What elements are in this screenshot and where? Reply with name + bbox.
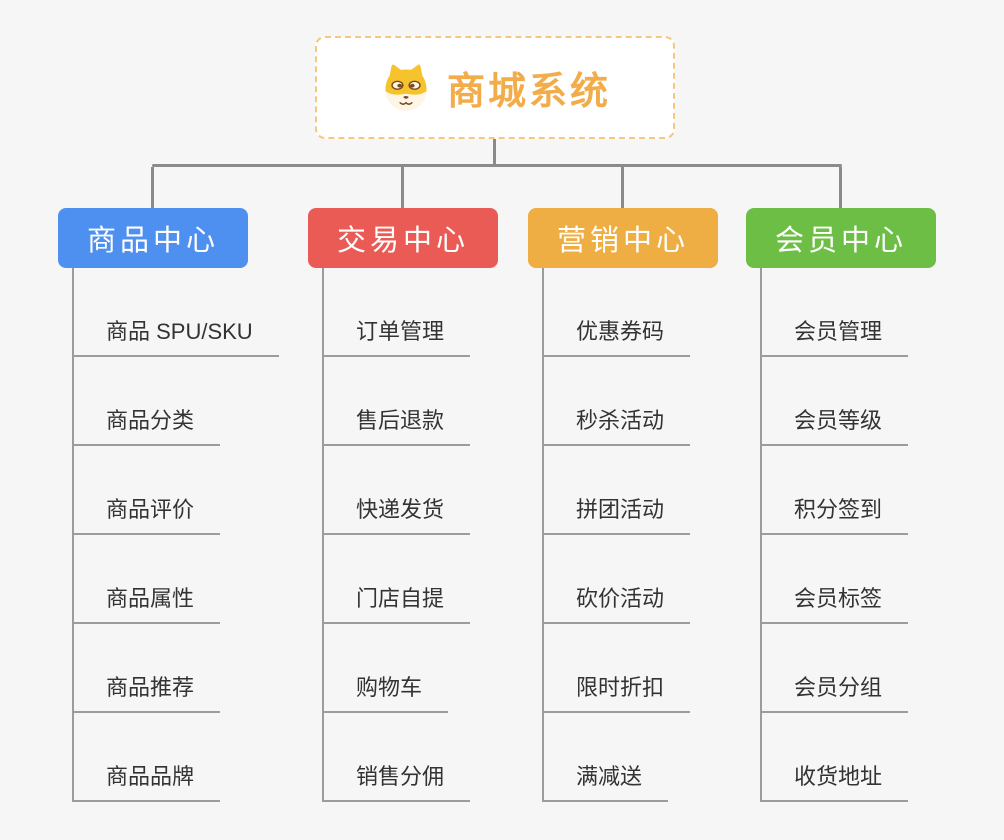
child-node[interactable]: 会员管理 bbox=[762, 268, 909, 357]
child-label: 会员标签 bbox=[794, 586, 883, 611]
child-label: 商品品牌 bbox=[106, 764, 195, 789]
child-label: 限时折扣 bbox=[576, 675, 665, 700]
connector-line-drop bbox=[621, 167, 624, 208]
child-label: 商品分类 bbox=[106, 408, 195, 433]
child-label: 销售分佣 bbox=[356, 764, 445, 789]
branch-label: 交易中心 bbox=[336, 225, 469, 257]
child-label: 砍价活动 bbox=[576, 586, 665, 611]
child-node[interactable]: 会员标签 bbox=[762, 535, 909, 624]
child-node[interactable]: 订单管理 bbox=[324, 268, 471, 357]
child-node[interactable]: 收货地址 bbox=[762, 713, 909, 802]
connector-line-horizontal bbox=[152, 164, 842, 167]
branch-node[interactable]: 会员中心 bbox=[746, 208, 936, 268]
branch: 商品中心 商品 SPU/SKU 商品分类 商品评价 bbox=[58, 167, 279, 802]
child-label: 商品属性 bbox=[106, 586, 195, 611]
child-node[interactable]: 商品推荐 bbox=[74, 624, 221, 713]
child-label: 商品推荐 bbox=[106, 675, 195, 700]
branch-node[interactable]: 商品中心 bbox=[58, 208, 248, 268]
child-label: 收货地址 bbox=[794, 764, 883, 789]
child-node[interactable]: 门店自提 bbox=[324, 535, 471, 624]
branch-label: 商品中心 bbox=[86, 225, 219, 257]
child-label: 购物车 bbox=[356, 675, 423, 700]
child-label: 拼团活动 bbox=[576, 497, 665, 522]
child-node[interactable]: 销售分佣 bbox=[324, 713, 471, 802]
branch-children: 订单管理 售后退款 快递发货 门店自提 bbox=[322, 268, 471, 802]
child-node[interactable]: 砍价活动 bbox=[544, 535, 691, 624]
connector-line-drop bbox=[839, 167, 842, 208]
child-label: 会员等级 bbox=[794, 408, 883, 433]
child-label: 会员分组 bbox=[794, 675, 883, 700]
branch-children: 优惠券码 秒杀活动 拼团活动 砍价活动 bbox=[542, 268, 691, 802]
child-label: 满减送 bbox=[576, 764, 643, 789]
branch-node[interactable]: 营销中心 bbox=[528, 208, 718, 268]
child-label: 门店自提 bbox=[356, 586, 445, 611]
connector-line-drop bbox=[401, 167, 404, 208]
child-node[interactable]: 秒杀活动 bbox=[544, 357, 691, 446]
child-node[interactable]: 限时折扣 bbox=[544, 624, 691, 713]
child-node[interactable]: 会员等级 bbox=[762, 357, 909, 446]
branch-label: 会员中心 bbox=[774, 225, 907, 257]
child-node[interactable]: 商品 SPU/SKU bbox=[74, 268, 279, 357]
child-label: 商品 SPU/SKU bbox=[106, 319, 253, 344]
child-node[interactable]: 满减送 bbox=[544, 713, 669, 802]
dog-face-icon bbox=[379, 63, 433, 112]
child-label: 订单管理 bbox=[356, 319, 445, 344]
child-node[interactable]: 购物车 bbox=[324, 624, 449, 713]
branch: 交易中心 订单管理 售后退款 快递发货 bbox=[308, 167, 498, 802]
branch-children: 会员管理 会员等级 积分签到 会员标签 bbox=[760, 268, 909, 802]
branch: 营销中心 优惠券码 秒杀活动 拼团活动 bbox=[528, 167, 718, 802]
child-node[interactable]: 商品属性 bbox=[74, 535, 221, 624]
child-node[interactable]: 积分签到 bbox=[762, 446, 909, 535]
child-node[interactable]: 售后退款 bbox=[324, 357, 471, 446]
branch-label: 营销中心 bbox=[556, 225, 689, 257]
child-label: 商品评价 bbox=[106, 497, 195, 522]
branch-node[interactable]: 交易中心 bbox=[308, 208, 498, 268]
branch: 会员中心 会员管理 会员等级 积分签到 bbox=[746, 167, 936, 802]
child-node[interactable]: 快递发货 bbox=[324, 446, 471, 535]
root-node[interactable]: 商城系统 bbox=[315, 36, 675, 139]
branch-children: 商品 SPU/SKU 商品分类 商品评价 商品属性 bbox=[72, 268, 279, 802]
connector-line-root bbox=[493, 137, 496, 166]
child-label: 秒杀活动 bbox=[576, 408, 665, 433]
child-label: 优惠券码 bbox=[576, 319, 665, 344]
child-node[interactable]: 会员分组 bbox=[762, 624, 909, 713]
child-label: 积分签到 bbox=[794, 497, 883, 522]
child-node[interactable]: 优惠券码 bbox=[544, 268, 691, 357]
root-title: 商城系统 bbox=[446, 71, 611, 113]
child-node[interactable]: 商品评价 bbox=[74, 446, 221, 535]
child-node[interactable]: 商品品牌 bbox=[74, 713, 221, 802]
child-label: 会员管理 bbox=[794, 319, 883, 344]
connector-line-drop bbox=[151, 167, 154, 208]
child-node[interactable]: 拼团活动 bbox=[544, 446, 691, 535]
child-label: 快递发货 bbox=[356, 497, 445, 522]
child-label: 售后退款 bbox=[356, 408, 445, 433]
child-node[interactable]: 商品分类 bbox=[74, 357, 221, 446]
